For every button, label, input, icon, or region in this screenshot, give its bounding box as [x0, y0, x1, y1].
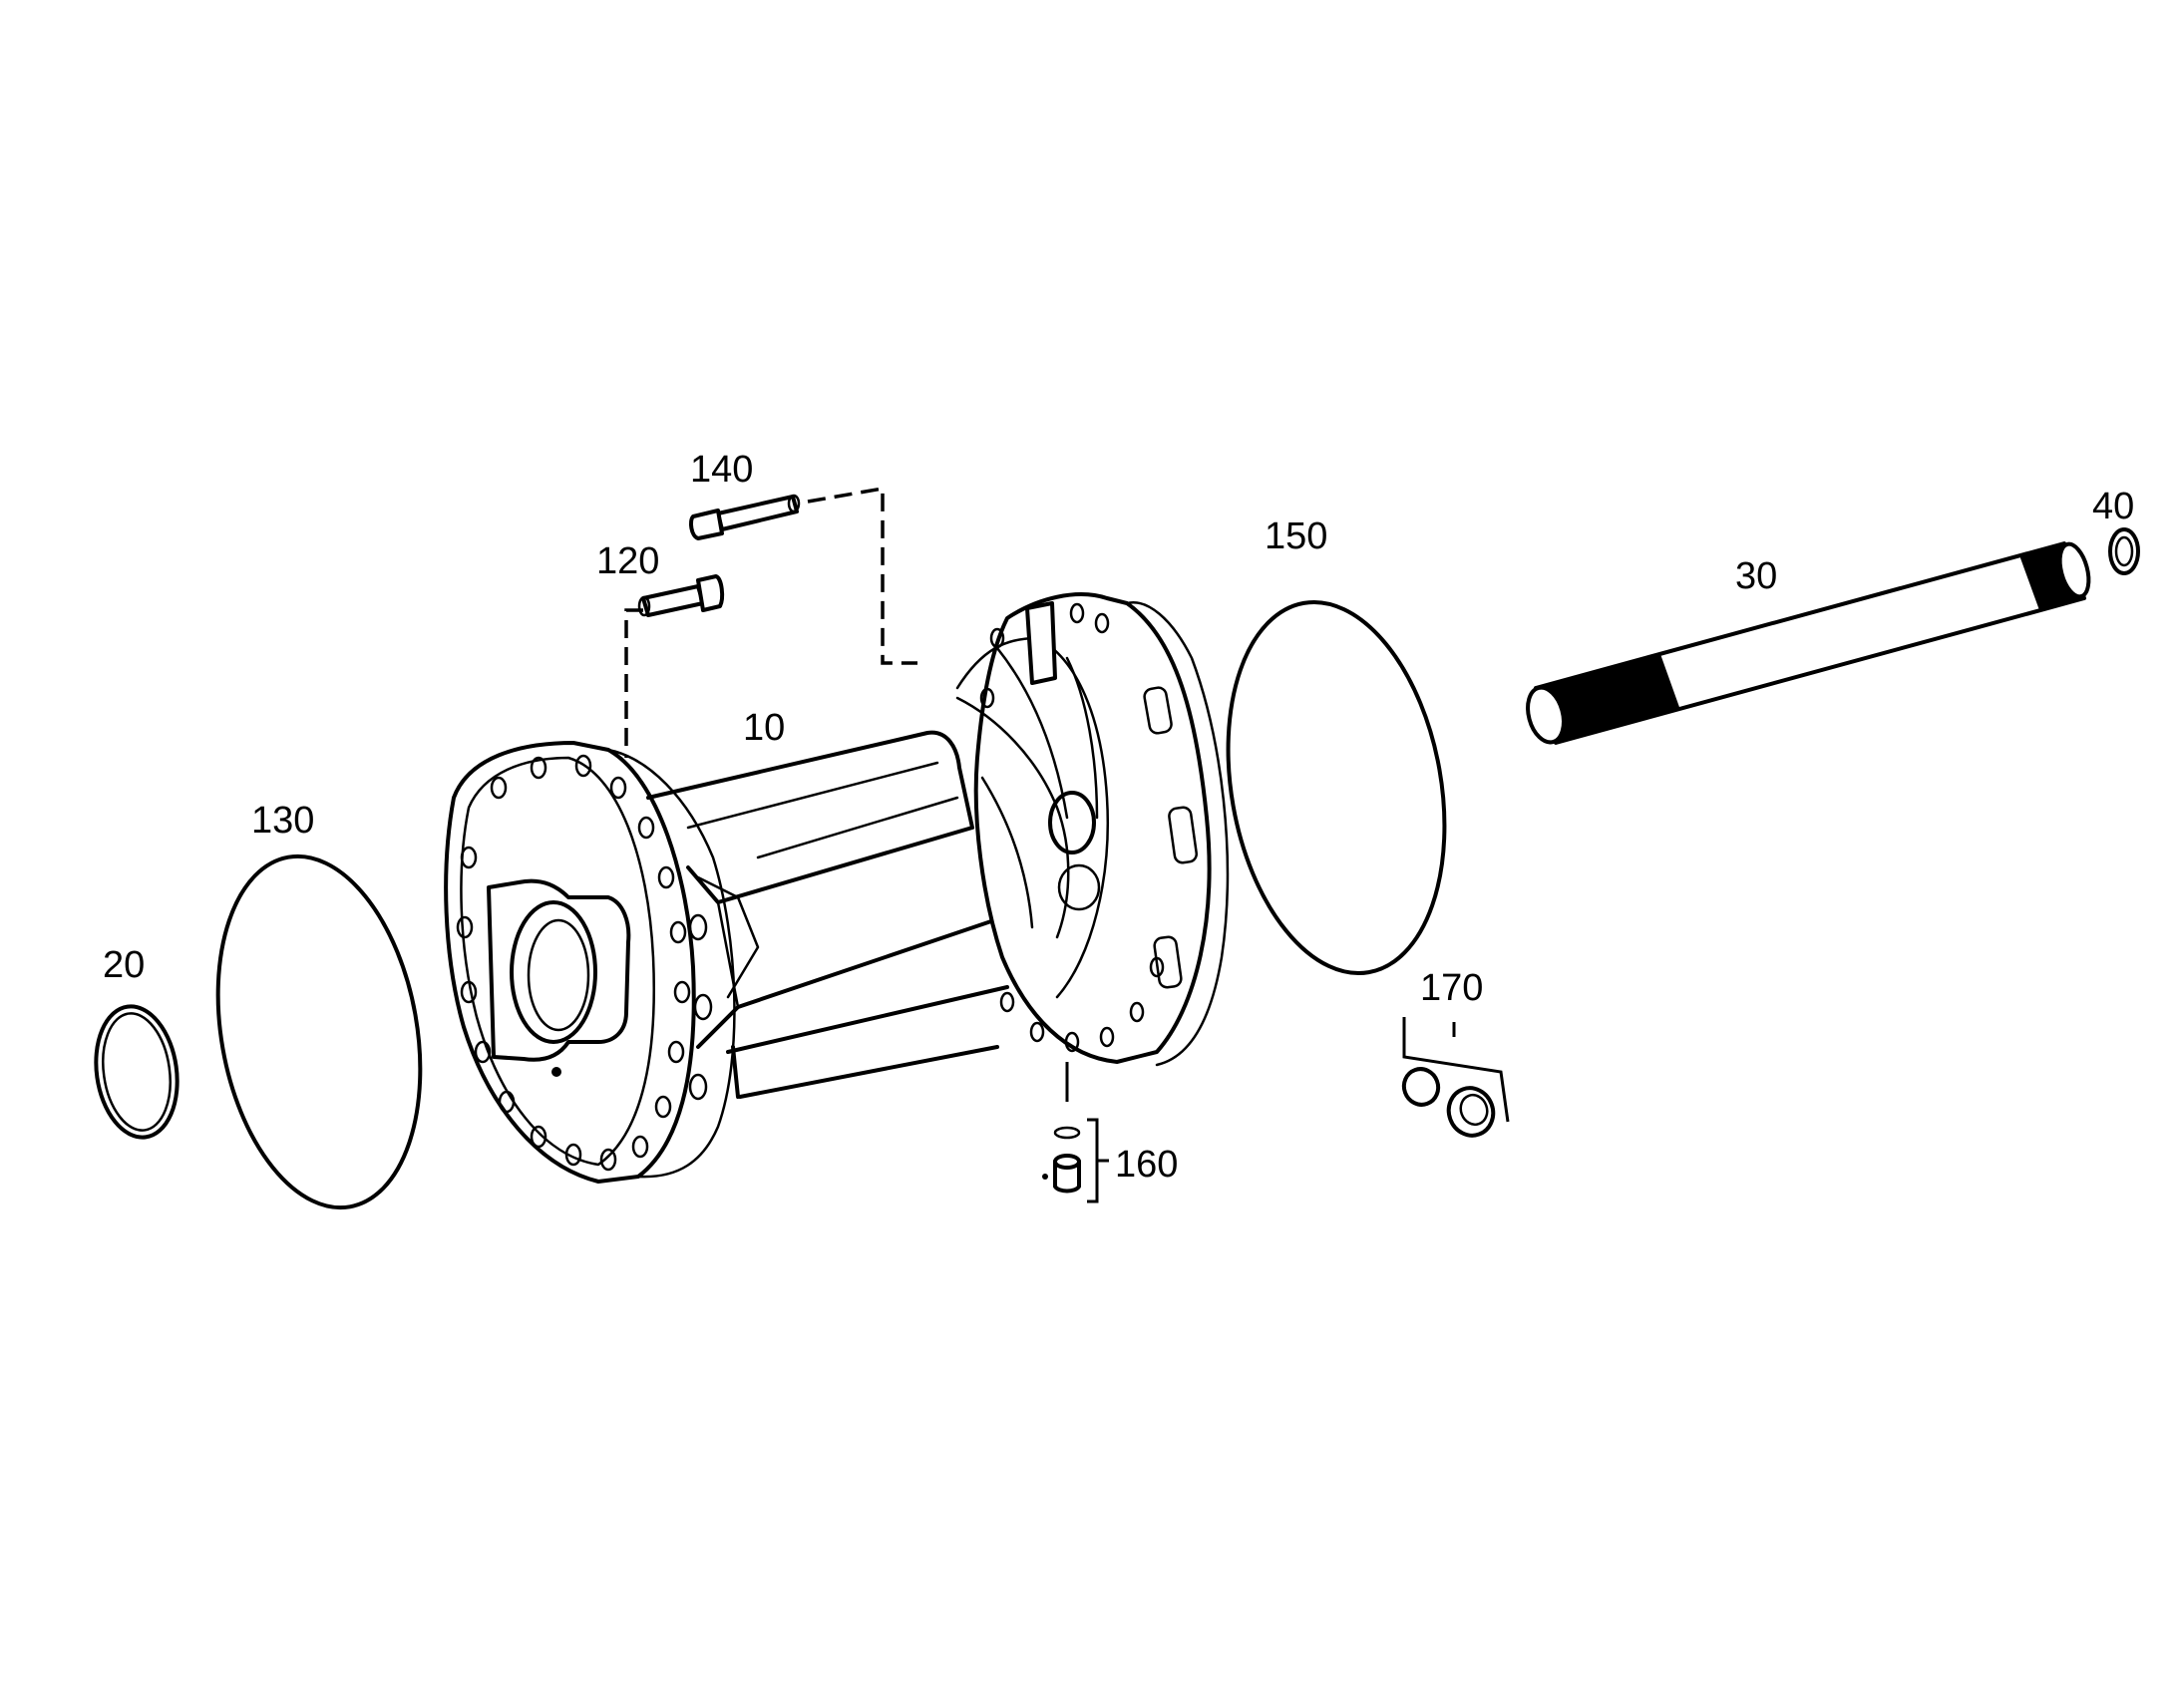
callout-140: 140: [690, 449, 753, 491]
part-130-o-ring[interactable]: [192, 841, 447, 1224]
part-140-screw[interactable]: [688, 494, 801, 540]
callout-20: 20: [103, 944, 145, 986]
part-20-o-ring[interactable]: [88, 1001, 185, 1143]
part-40-ring[interactable]: [2108, 527, 2140, 575]
part-120-screw[interactable]: [637, 574, 725, 617]
callout-30: 30: [1735, 555, 1777, 597]
assembly-line-120: [624, 608, 643, 758]
part-10-axle-housing[interactable]: [444, 592, 1230, 1184]
callout-10: 10: [743, 707, 785, 749]
part-170-screw-plug[interactable]: [1399, 1017, 1510, 1142]
right-flange-bolt-holes: [979, 602, 1165, 1053]
part-160-screw-plug[interactable]: [1042, 1062, 1109, 1203]
callout-130: 130: [251, 800, 314, 842]
callout-40: 40: [2092, 486, 2134, 527]
callout-160: 160: [1115, 1144, 1178, 1186]
assembly-line-140: [807, 486, 917, 665]
callout-120: 120: [596, 540, 659, 582]
part-150-o-ring[interactable]: [1201, 585, 1472, 991]
part-30-stud[interactable]: [1522, 541, 2093, 747]
left-flange-bolt-holes: [456, 754, 713, 1172]
callout-150: 150: [1265, 515, 1327, 557]
callout-170: 170: [1420, 967, 1483, 1009]
